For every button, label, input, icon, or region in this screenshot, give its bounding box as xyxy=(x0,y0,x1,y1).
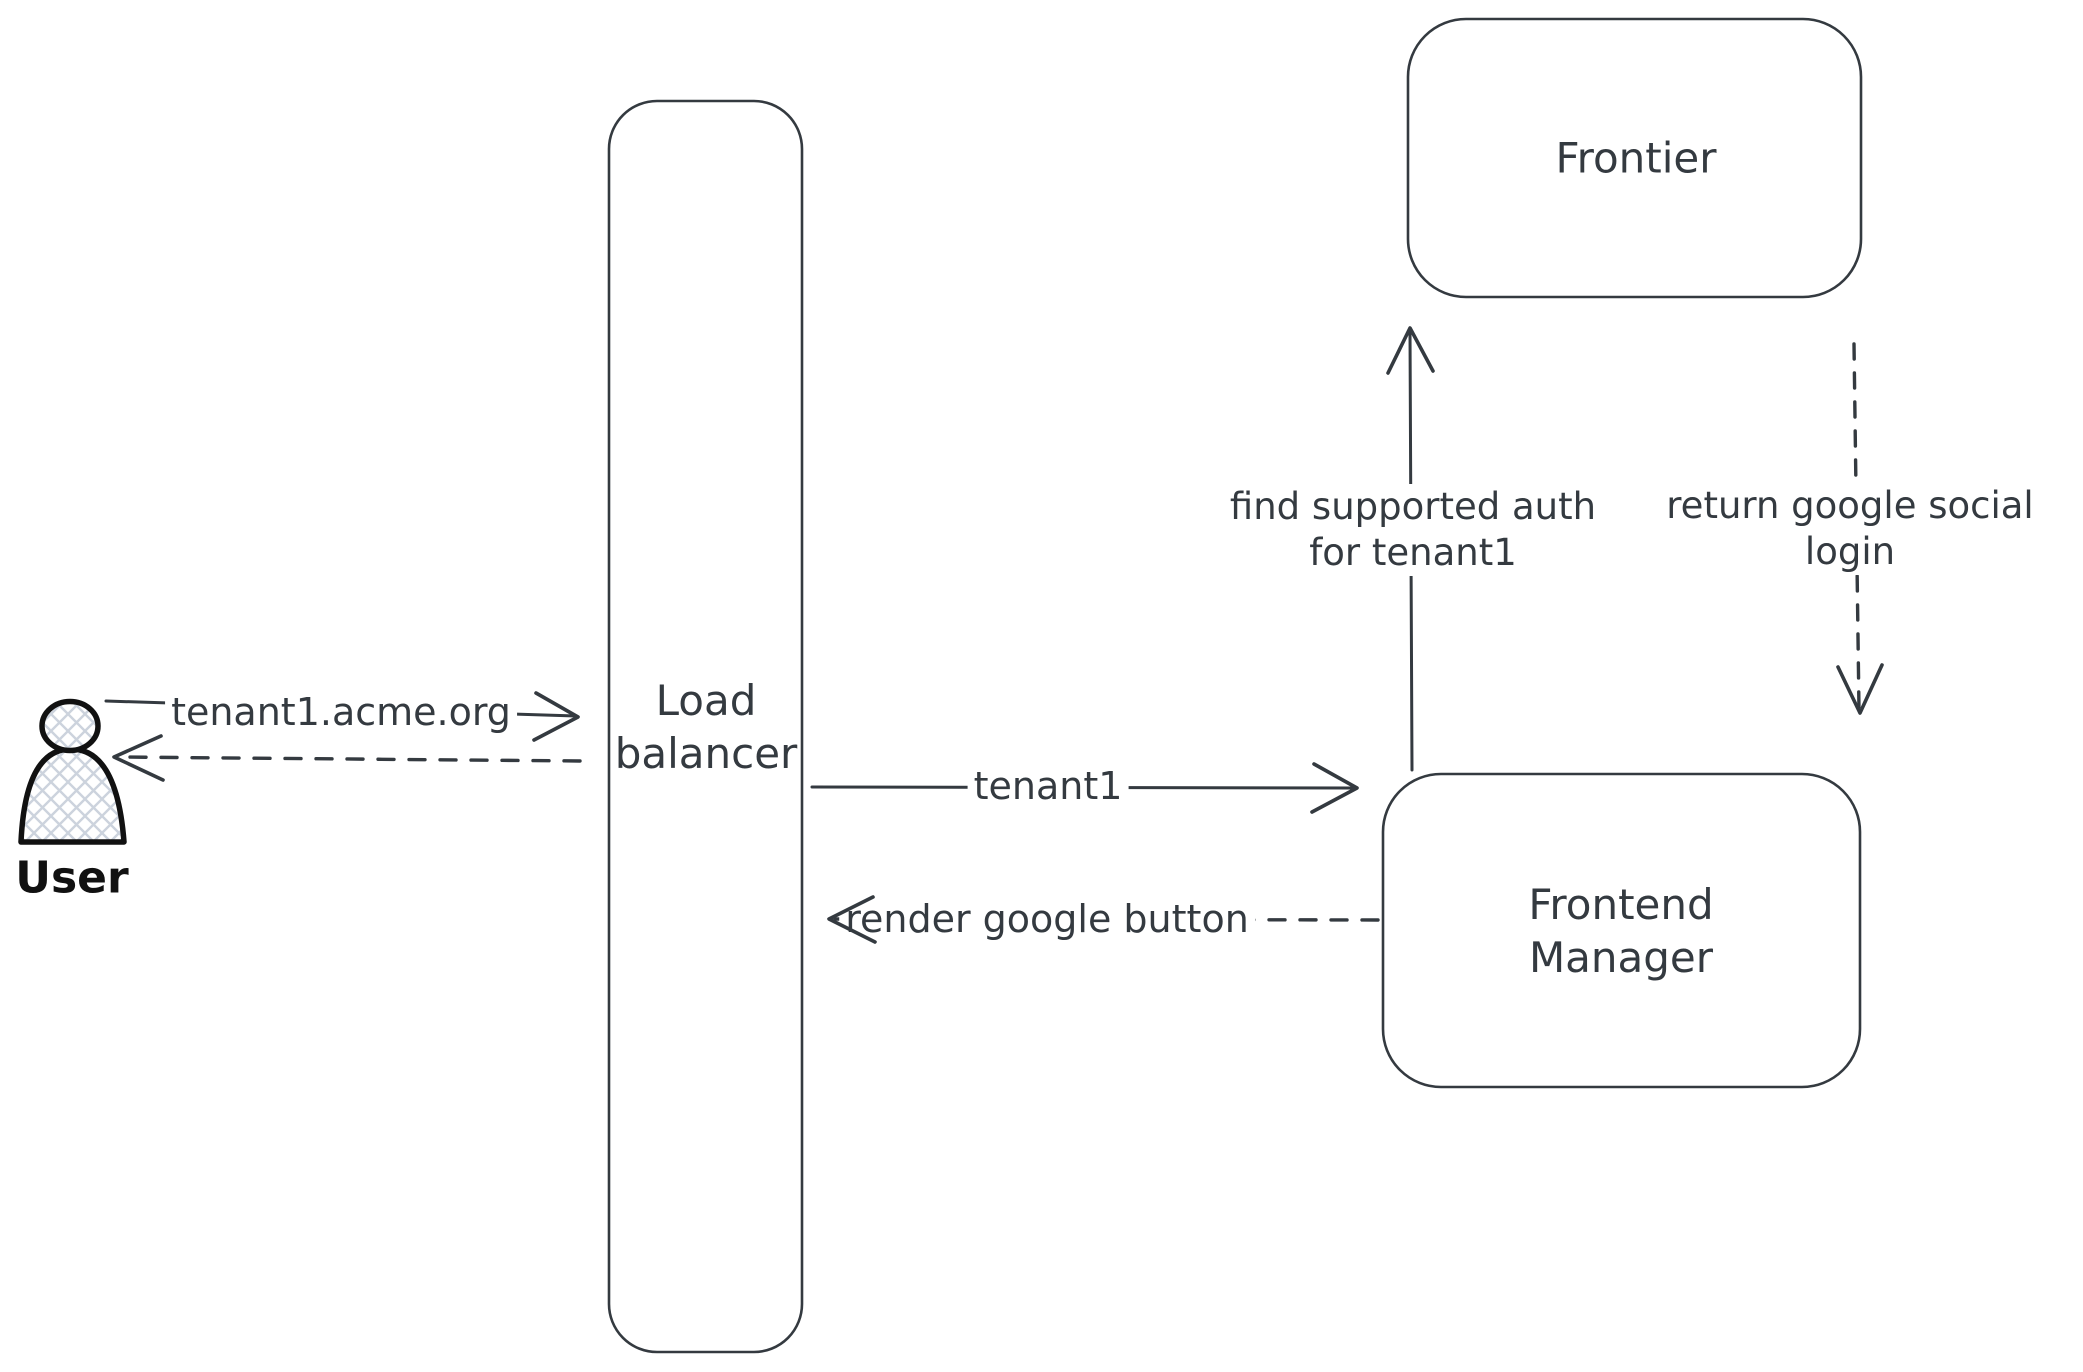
user-label: User xyxy=(15,852,129,904)
arrowhead-right-load-balancer-to-frontend-manager xyxy=(1310,762,1359,814)
edge-label-return-google-social-login: return google social login xyxy=(1660,483,2040,575)
user-head-shape xyxy=(39,698,101,754)
arrowhead-right-user-to-load-balancer xyxy=(532,691,580,742)
edge-label-tenant1-acme-org: tenant1.acme.org xyxy=(165,689,517,735)
arrow-load-balancer-to-user xyxy=(116,755,582,763)
frontend-manager-label-line1: Frontend xyxy=(1528,880,1714,929)
arrowhead-left-load-balancer-to-user xyxy=(112,734,165,782)
edge-label-return-google-social-login-line2: login xyxy=(1804,530,1896,573)
user-person-icon xyxy=(18,698,127,845)
edge-label-return-google-social-login-line1: return google social xyxy=(1666,484,2034,527)
edge-label-tenant1: tenant1 xyxy=(967,763,1129,809)
load-balancer-label: Load balancer xyxy=(615,674,798,780)
load-balancer-label-line1: Load xyxy=(655,676,757,725)
frontend-manager-label: Frontend Manager xyxy=(1528,878,1713,984)
edge-label-render-google-button: render google button xyxy=(839,896,1255,942)
edge-label-find-supported-auth-line1: find supported auth xyxy=(1229,485,1597,528)
load-balancer-label-line2: balancer xyxy=(614,729,798,778)
frontier-label: Frontier xyxy=(1555,133,1717,183)
frontend-manager-label-line2: Manager xyxy=(1528,933,1714,982)
arrowhead-down-frontier-to-frontend-manager xyxy=(1836,663,1884,715)
arrowhead-up-frontend-manager-to-frontier xyxy=(1386,326,1435,375)
edge-label-find-supported-auth-line2: for tenant1 xyxy=(1309,531,1517,574)
user-body-shape xyxy=(18,746,127,845)
edge-label-find-supported-auth: find supported auth for tenant1 xyxy=(1223,484,1603,576)
